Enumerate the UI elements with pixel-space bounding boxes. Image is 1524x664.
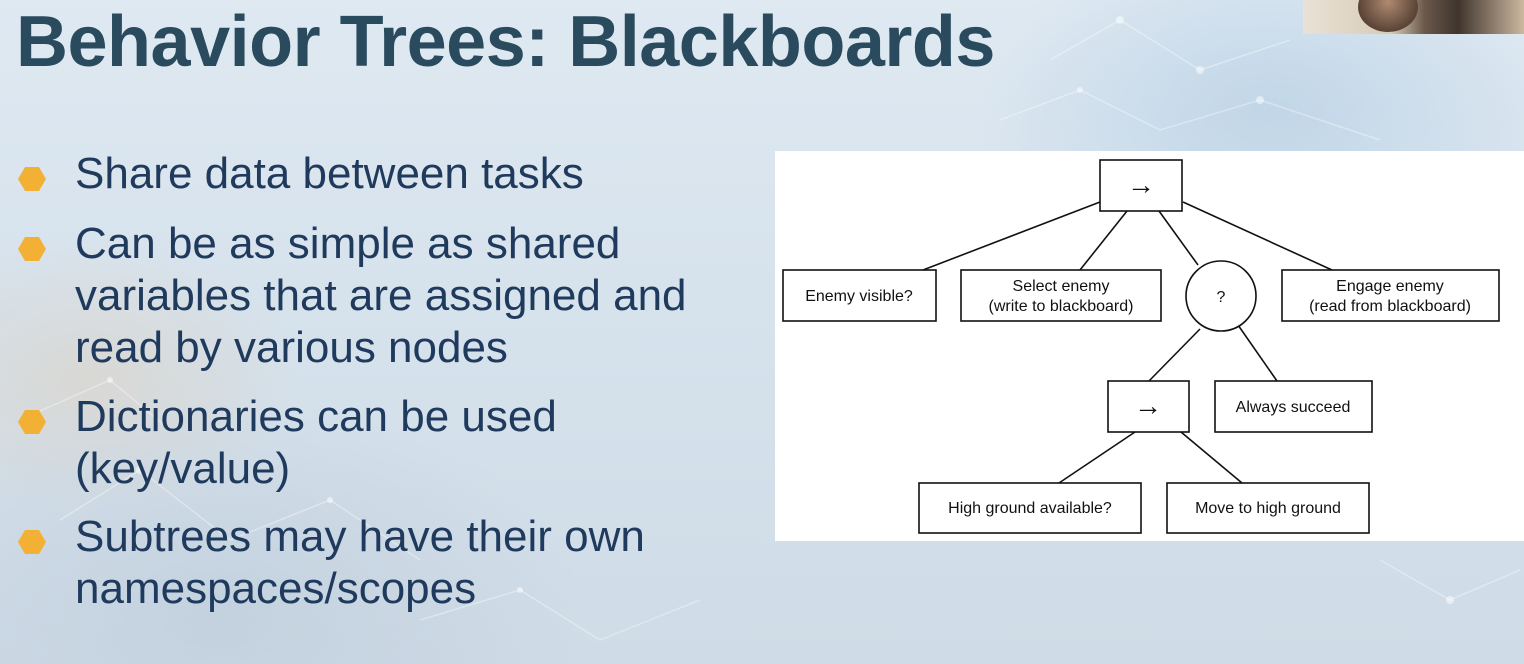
node-label: (read from blackboard) (1309, 298, 1471, 315)
high-ground-available-node: High ground available? (918, 482, 1142, 534)
presenter-face (1358, 0, 1418, 32)
node-label: (write to blackboard) (989, 298, 1134, 315)
sub-sequence-node: → (1107, 380, 1190, 433)
behavior-tree-svg: → Enemy visible? Select enemy (write to … (782, 159, 1500, 534)
node-label: Engage enemy (1336, 278, 1444, 295)
always-succeed-node: Always succeed (1214, 380, 1373, 433)
node-label: Select enemy (1013, 278, 1110, 295)
sequence-arrow-icon: → (1134, 390, 1162, 421)
slide-title: Behavior Trees: Blackboards (16, 2, 995, 82)
node-label: Move to high ground (1195, 500, 1341, 517)
tree-edges (922, 201, 1333, 484)
node-label: Enemy visible? (805, 288, 913, 305)
engage-enemy-node: Engage enemy (read from blackboard) (1281, 269, 1500, 322)
move-to-high-ground-node: Move to high ground (1166, 482, 1370, 534)
enemy-visible-node: Enemy visible? (782, 269, 937, 322)
webcam-video-feed (1303, 0, 1524, 34)
bullet-text: Subtrees may have their own namespaces/s… (75, 512, 645, 613)
behavior-tree-diagram: → Enemy visible? Select enemy (write to … (775, 151, 1524, 541)
bullet-text: Share data between tasks (75, 149, 584, 198)
bullet-text: Dictionaries can be used (key/value) (75, 392, 557, 493)
node-label: High ground available? (948, 500, 1112, 517)
sequence-arrow-icon: → (1127, 169, 1155, 200)
bullet-text: Can be as simple as shared variables tha… (75, 219, 687, 372)
selector-question-icon: ? (1217, 289, 1226, 306)
selector-node: ? (1185, 260, 1257, 332)
node-label: Always succeed (1236, 399, 1351, 416)
select-enemy-node: Select enemy (write to blackboard) (960, 269, 1162, 322)
root-sequence-node: → (1099, 159, 1183, 212)
